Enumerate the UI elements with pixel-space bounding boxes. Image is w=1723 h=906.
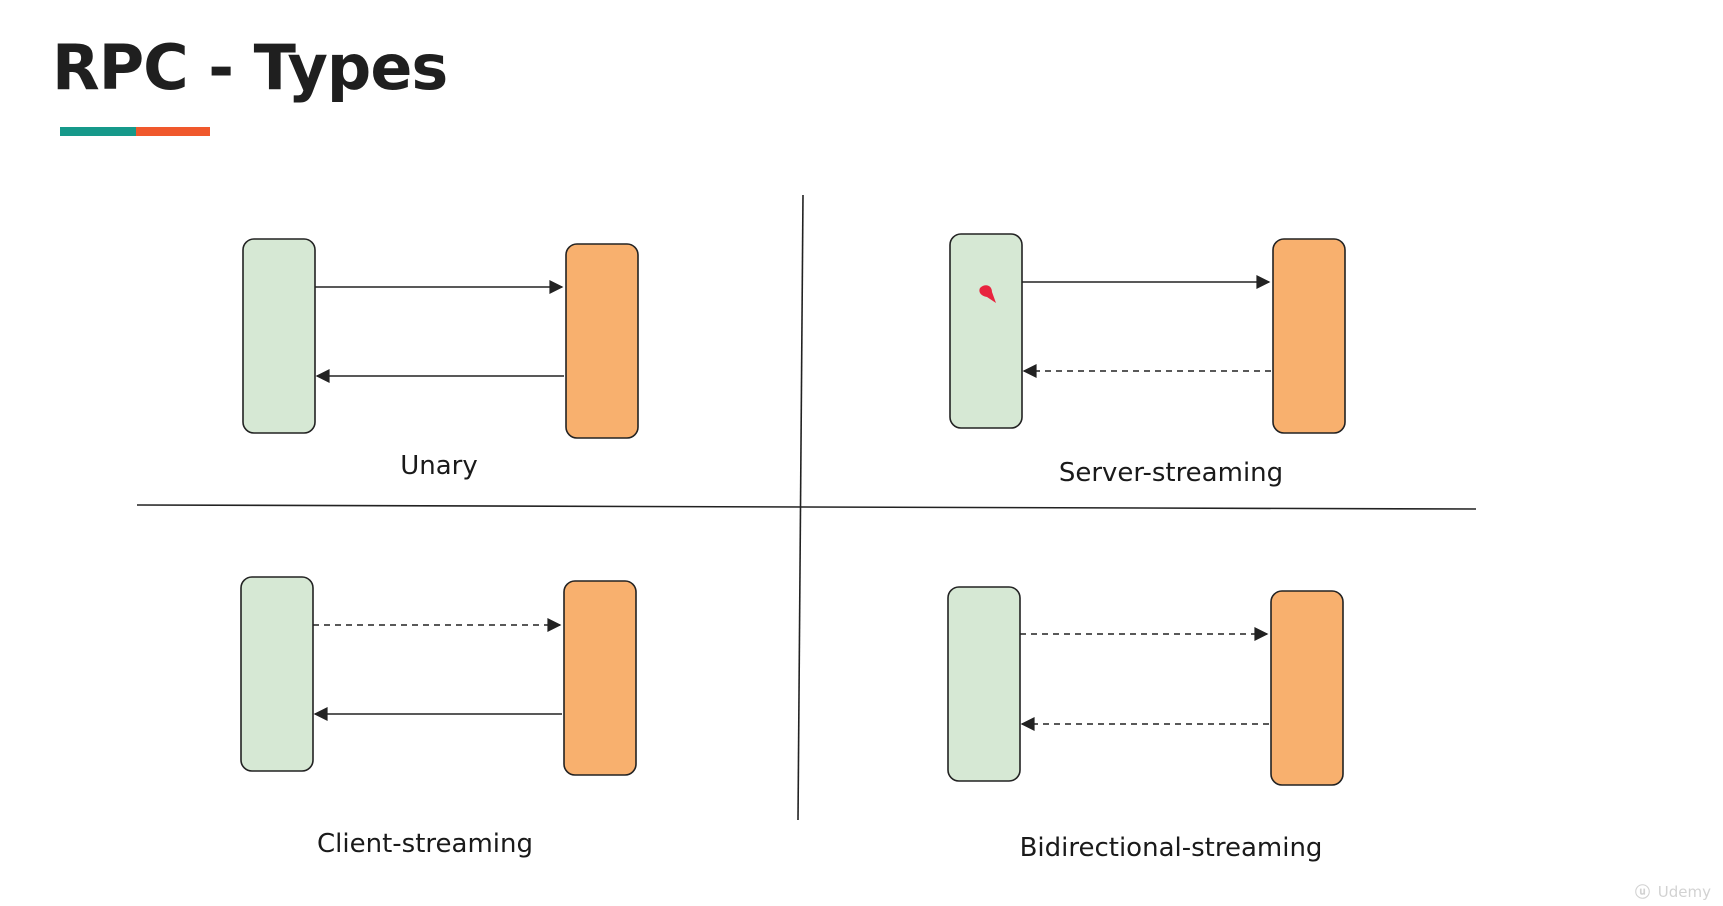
slide-title: RPC - Types xyxy=(52,31,448,104)
client-box xyxy=(242,238,316,434)
quadrant-label: Bidirectional-streaming xyxy=(1020,833,1323,863)
title-underline xyxy=(60,127,210,136)
server-box xyxy=(1270,590,1344,786)
udemy-watermark: ⓤ Udemy xyxy=(1635,881,1711,902)
quadrant-bidirectional-streaming: Bidirectional-streaming xyxy=(947,586,1344,863)
server-box xyxy=(565,243,639,439)
quadrant-client-streaming: Client-streaming xyxy=(240,576,637,859)
client-box xyxy=(947,586,1021,782)
pointer-cursor-icon xyxy=(979,285,996,303)
server-box xyxy=(563,580,637,776)
horizontal-divider xyxy=(136,504,1477,510)
client-box xyxy=(240,576,314,772)
title-underline-orange xyxy=(136,127,210,136)
quadrant-unary: Unary xyxy=(242,238,639,481)
quadrant-label: Client-streaming xyxy=(317,829,533,859)
server-box xyxy=(1272,238,1346,434)
title-underline-teal xyxy=(60,127,136,136)
udemy-logo-icon: ⓤ xyxy=(1634,883,1650,901)
quadrant-server-streaming: Server-streaming xyxy=(949,233,1346,488)
watermark-text: Udemy xyxy=(1657,883,1711,901)
client-box xyxy=(949,233,1023,429)
quadrant-label: Unary xyxy=(400,451,478,481)
quadrant-label: Server-streaming xyxy=(1059,458,1283,488)
